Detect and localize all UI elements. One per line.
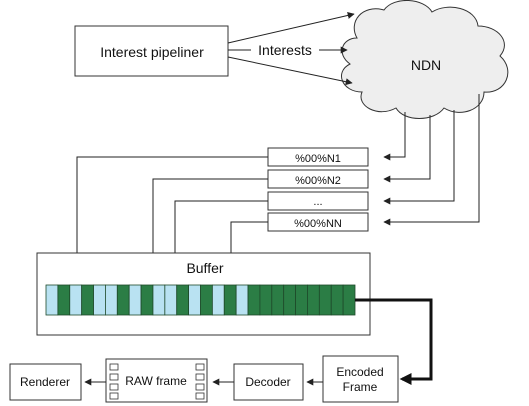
segment-box: %00%N2	[267, 169, 369, 189]
buffer-slot-filled	[57, 284, 71, 316]
buffer-slot-filled	[295, 284, 308, 316]
buffer-slot-empty	[235, 284, 249, 316]
interest-pipeliner-label: Interest pipeliner	[100, 44, 204, 60]
encoded-frame-box: Encoded Frame	[322, 355, 399, 403]
segment-label: %00%N2	[295, 175, 341, 187]
interests-arrows: Interests	[227, 12, 355, 86]
film-hole	[195, 363, 205, 371]
segment-label: %00%N1	[295, 153, 341, 165]
raw-frame-filmstrip: RAW frame	[105, 358, 208, 403]
interest-pipeliner: Interest pipeliner	[74, 25, 229, 77]
buffer-to-encoded-arrow	[355, 298, 433, 385]
segment-to-buffer-arrows	[73, 156, 268, 285]
buffer-slot-empty	[45, 284, 59, 316]
ndn-cloud: NDN	[340, 0, 509, 119]
film-hole	[109, 383, 119, 391]
ndn-label: NDN	[411, 57, 441, 73]
buffer-slot-filled	[342, 284, 356, 316]
film-hole	[109, 373, 119, 381]
buffer-slot-filled	[271, 284, 285, 316]
buffer-slot-empty	[93, 284, 106, 316]
buffer-slot-filled	[247, 284, 261, 316]
data-return-arrows	[383, 94, 480, 226]
buffer-slot-filled	[223, 284, 237, 316]
buffer-slot-empty	[188, 284, 201, 316]
buffer-slot-filled	[283, 284, 296, 316]
segment-box: ...	[267, 191, 369, 211]
segment-label: %00%NN	[294, 218, 342, 230]
buffer-slot-empty	[164, 284, 178, 316]
interests-label: Interests	[258, 42, 312, 58]
renderer-label: Renderer	[20, 375, 70, 389]
film-hole	[109, 363, 119, 371]
buffer-slot-empty	[69, 284, 83, 316]
buffer-slot-empty	[211, 284, 225, 316]
buffer-label: Buffer	[186, 260, 223, 276]
film-holes	[109, 363, 205, 400]
encoded-frame-label-line1: Encoded	[336, 365, 383, 379]
film-hole	[195, 383, 205, 391]
encoded-frame-label-line2: Frame	[343, 380, 378, 394]
buffer-slot-filled	[200, 284, 213, 316]
buffer-slot-empty	[152, 284, 166, 316]
buffer-slot-filled	[116, 284, 130, 316]
film-hole	[195, 392, 205, 400]
buffer-slot-filled	[318, 284, 332, 316]
segment-box: %00%NN	[267, 212, 369, 232]
segment-label: ...	[313, 196, 322, 208]
buffer-slot-filled	[140, 284, 154, 316]
buffer-slot-empty	[105, 284, 118, 316]
buffer-slot-filled	[81, 284, 94, 316]
raw-frame-label: RAW frame	[125, 374, 187, 388]
film-hole	[195, 373, 205, 381]
renderer-box: Renderer	[9, 363, 82, 401]
decoder-box: Decoder	[233, 363, 304, 401]
segment-list: %00%N1 %00%N2 ... %00%NN	[267, 147, 369, 232]
segment-box: %00%N1	[267, 147, 369, 167]
buffer-slot-filled	[307, 284, 320, 316]
buffer-slot-empty	[128, 284, 142, 316]
buffer-slot-filled	[176, 284, 190, 316]
buffer: Buffer	[36, 252, 371, 336]
buffer-slots	[45, 284, 356, 316]
film-hole	[109, 392, 119, 400]
decoder-label: Decoder	[245, 375, 290, 389]
buffer-slot-filled	[330, 284, 344, 316]
buffer-slot-filled	[259, 284, 273, 316]
